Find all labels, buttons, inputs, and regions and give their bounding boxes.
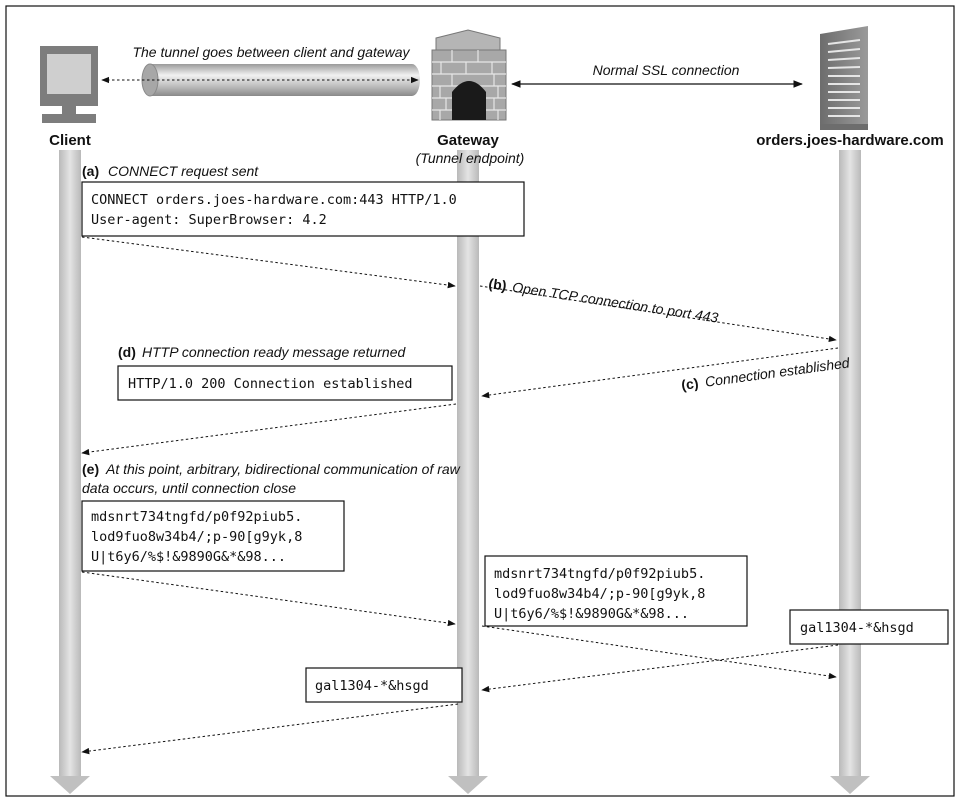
raw-client-line-1: mdsnrt734tngfd/p0f92piub5.	[91, 509, 302, 525]
client-lifeline	[50, 150, 90, 794]
reply-server-text: gal1304-*&hsgd	[800, 620, 914, 636]
established-line: HTTP/1.0 200 Connection established	[128, 376, 412, 392]
gateway-label: Gateway	[437, 132, 499, 149]
gateway-lifeline	[448, 150, 488, 794]
server-lifeline	[830, 150, 870, 794]
raw-gateway-line-1: mdsnrt734tngfd/p0f92piub5.	[494, 566, 705, 582]
step-a-tag: (a)	[82, 163, 99, 179]
step-e-label-line-1: At this point, arbitrary, bidirectional …	[105, 461, 461, 477]
raw-gateway-line-2: lod9fuo8w34b4/;p-90[g9yk,8	[494, 586, 705, 602]
ssl-caption: Normal SSL connection	[593, 62, 740, 78]
connect-line-1: CONNECT orders.joes-hardware.com:443 HTT…	[91, 192, 457, 208]
step-c-label: Connection established	[704, 354, 852, 390]
connect-arrow	[81, 236, 456, 289]
reply-to-client-arrow	[81, 703, 459, 755]
client-label: Client	[49, 132, 91, 149]
connect-line-2: User-agent: SuperBrowser: 4.2	[91, 212, 327, 228]
step-e-tag: (e)	[82, 461, 99, 477]
tunnel-caption: The tunnel goes between client and gatew…	[132, 44, 410, 60]
gateway-sublabel: (Tunnel endpoint)	[416, 150, 525, 166]
step-e-label-line-2: data occurs, until connection close	[82, 480, 296, 496]
open-tcp-arrow	[479, 285, 837, 343]
raw-data-to-gateway-arrow	[81, 571, 456, 627]
step-c-tag: (c)	[680, 375, 699, 393]
reply-gateway-text: gal1304-*&hsgd	[315, 678, 429, 694]
established-message-box	[117, 365, 453, 401]
connect-request-box	[81, 181, 525, 237]
reply-server-box	[789, 609, 949, 645]
raw-client-line-3: U|t6y6/%$!&9890G&*&98...	[91, 549, 286, 565]
diagram-frame	[5, 5, 955, 797]
step-d-tag: (d)	[118, 344, 136, 360]
server-icon	[820, 26, 868, 130]
raw-data-client-box	[81, 500, 345, 572]
ready-message-arrow	[81, 403, 457, 456]
raw-gateway-line-3: U|t6y6/%$!&9890G&*&98...	[494, 606, 689, 622]
step-d-label: HTTP connection ready message returned	[142, 344, 406, 360]
computer-icon	[40, 46, 98, 123]
reply-gateway-box	[305, 667, 463, 703]
raw-client-line-2: lod9fuo8w34b4/;p-90[g9yk,8	[91, 529, 302, 545]
reply-to-gateway-arrow	[481, 644, 839, 693]
brick-gateway-icon	[431, 29, 507, 121]
server-label: orders.joes-hardware.com	[756, 132, 944, 149]
step-a-label: CONNECT request sent	[108, 163, 259, 179]
raw-data-gateway-box	[484, 555, 748, 627]
step-b-label: Open TCP connection to port 443	[511, 279, 719, 326]
step-b-tag: (b)	[488, 275, 508, 293]
